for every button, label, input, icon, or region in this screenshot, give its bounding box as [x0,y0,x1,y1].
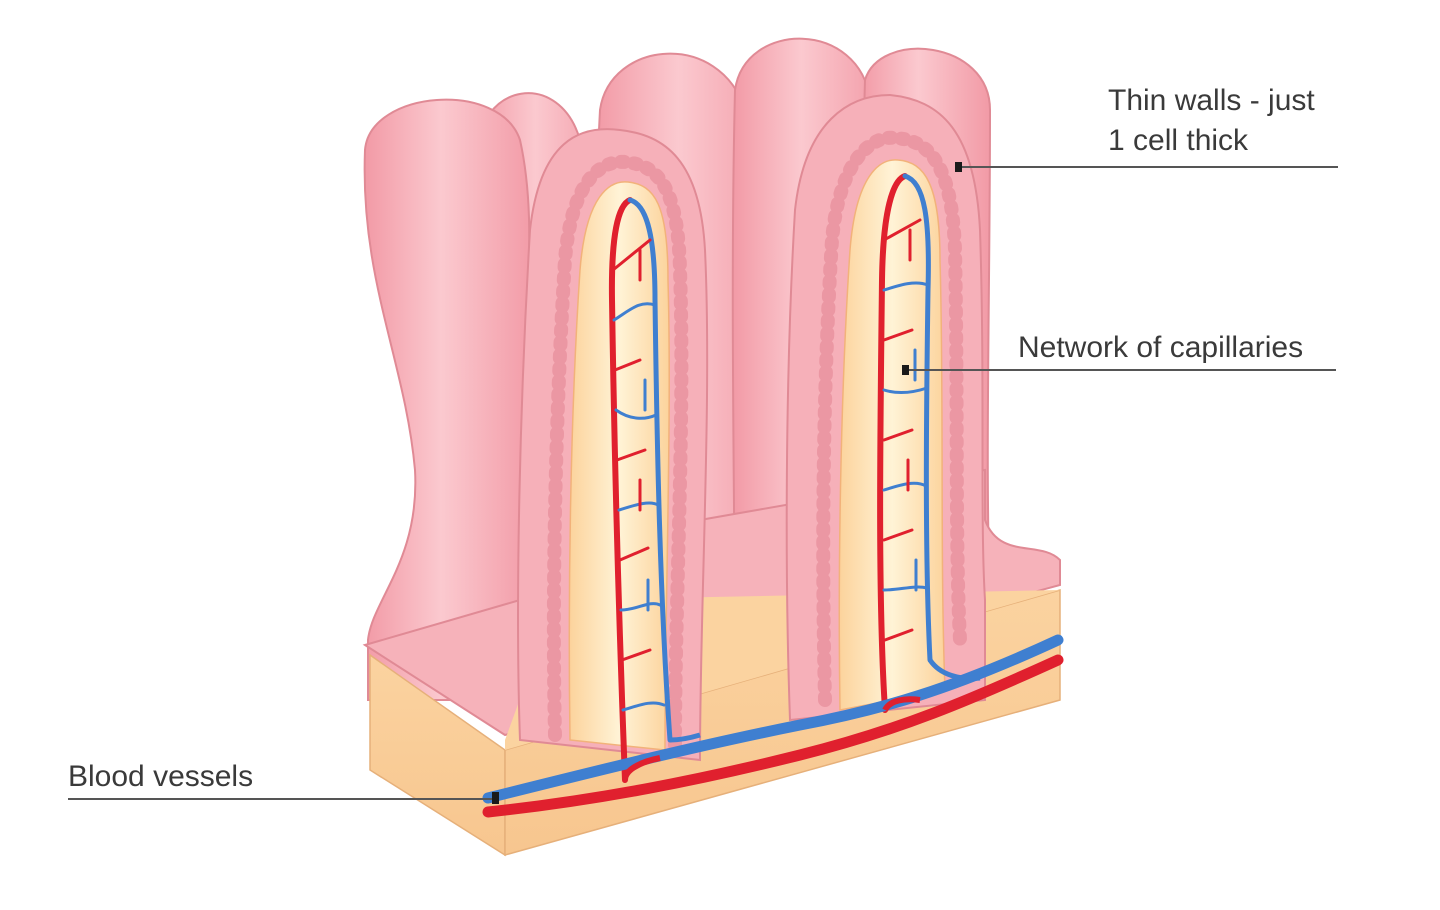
main-blood-vessels [482,634,1064,818]
thin-walls-marker [955,162,962,172]
label-blood-vessels: Blood vessels [68,760,499,804]
label-thin-walls: Thin walls - just 1 cell thick [955,84,1338,172]
capillaries-label: Network of capillaries [1018,331,1303,364]
blood-vessels-label: Blood vessels [68,760,253,793]
cut-villus-right [785,93,986,722]
label-capillaries: Network of capillaries [902,331,1336,375]
capillaries-marker [902,365,909,375]
blood-vessels-marker [492,792,499,804]
thin-walls-line1: Thin walls - just [1108,84,1315,117]
cut-villus-left [517,128,709,783]
thin-walls-line2: 1 cell thick [1108,124,1249,157]
